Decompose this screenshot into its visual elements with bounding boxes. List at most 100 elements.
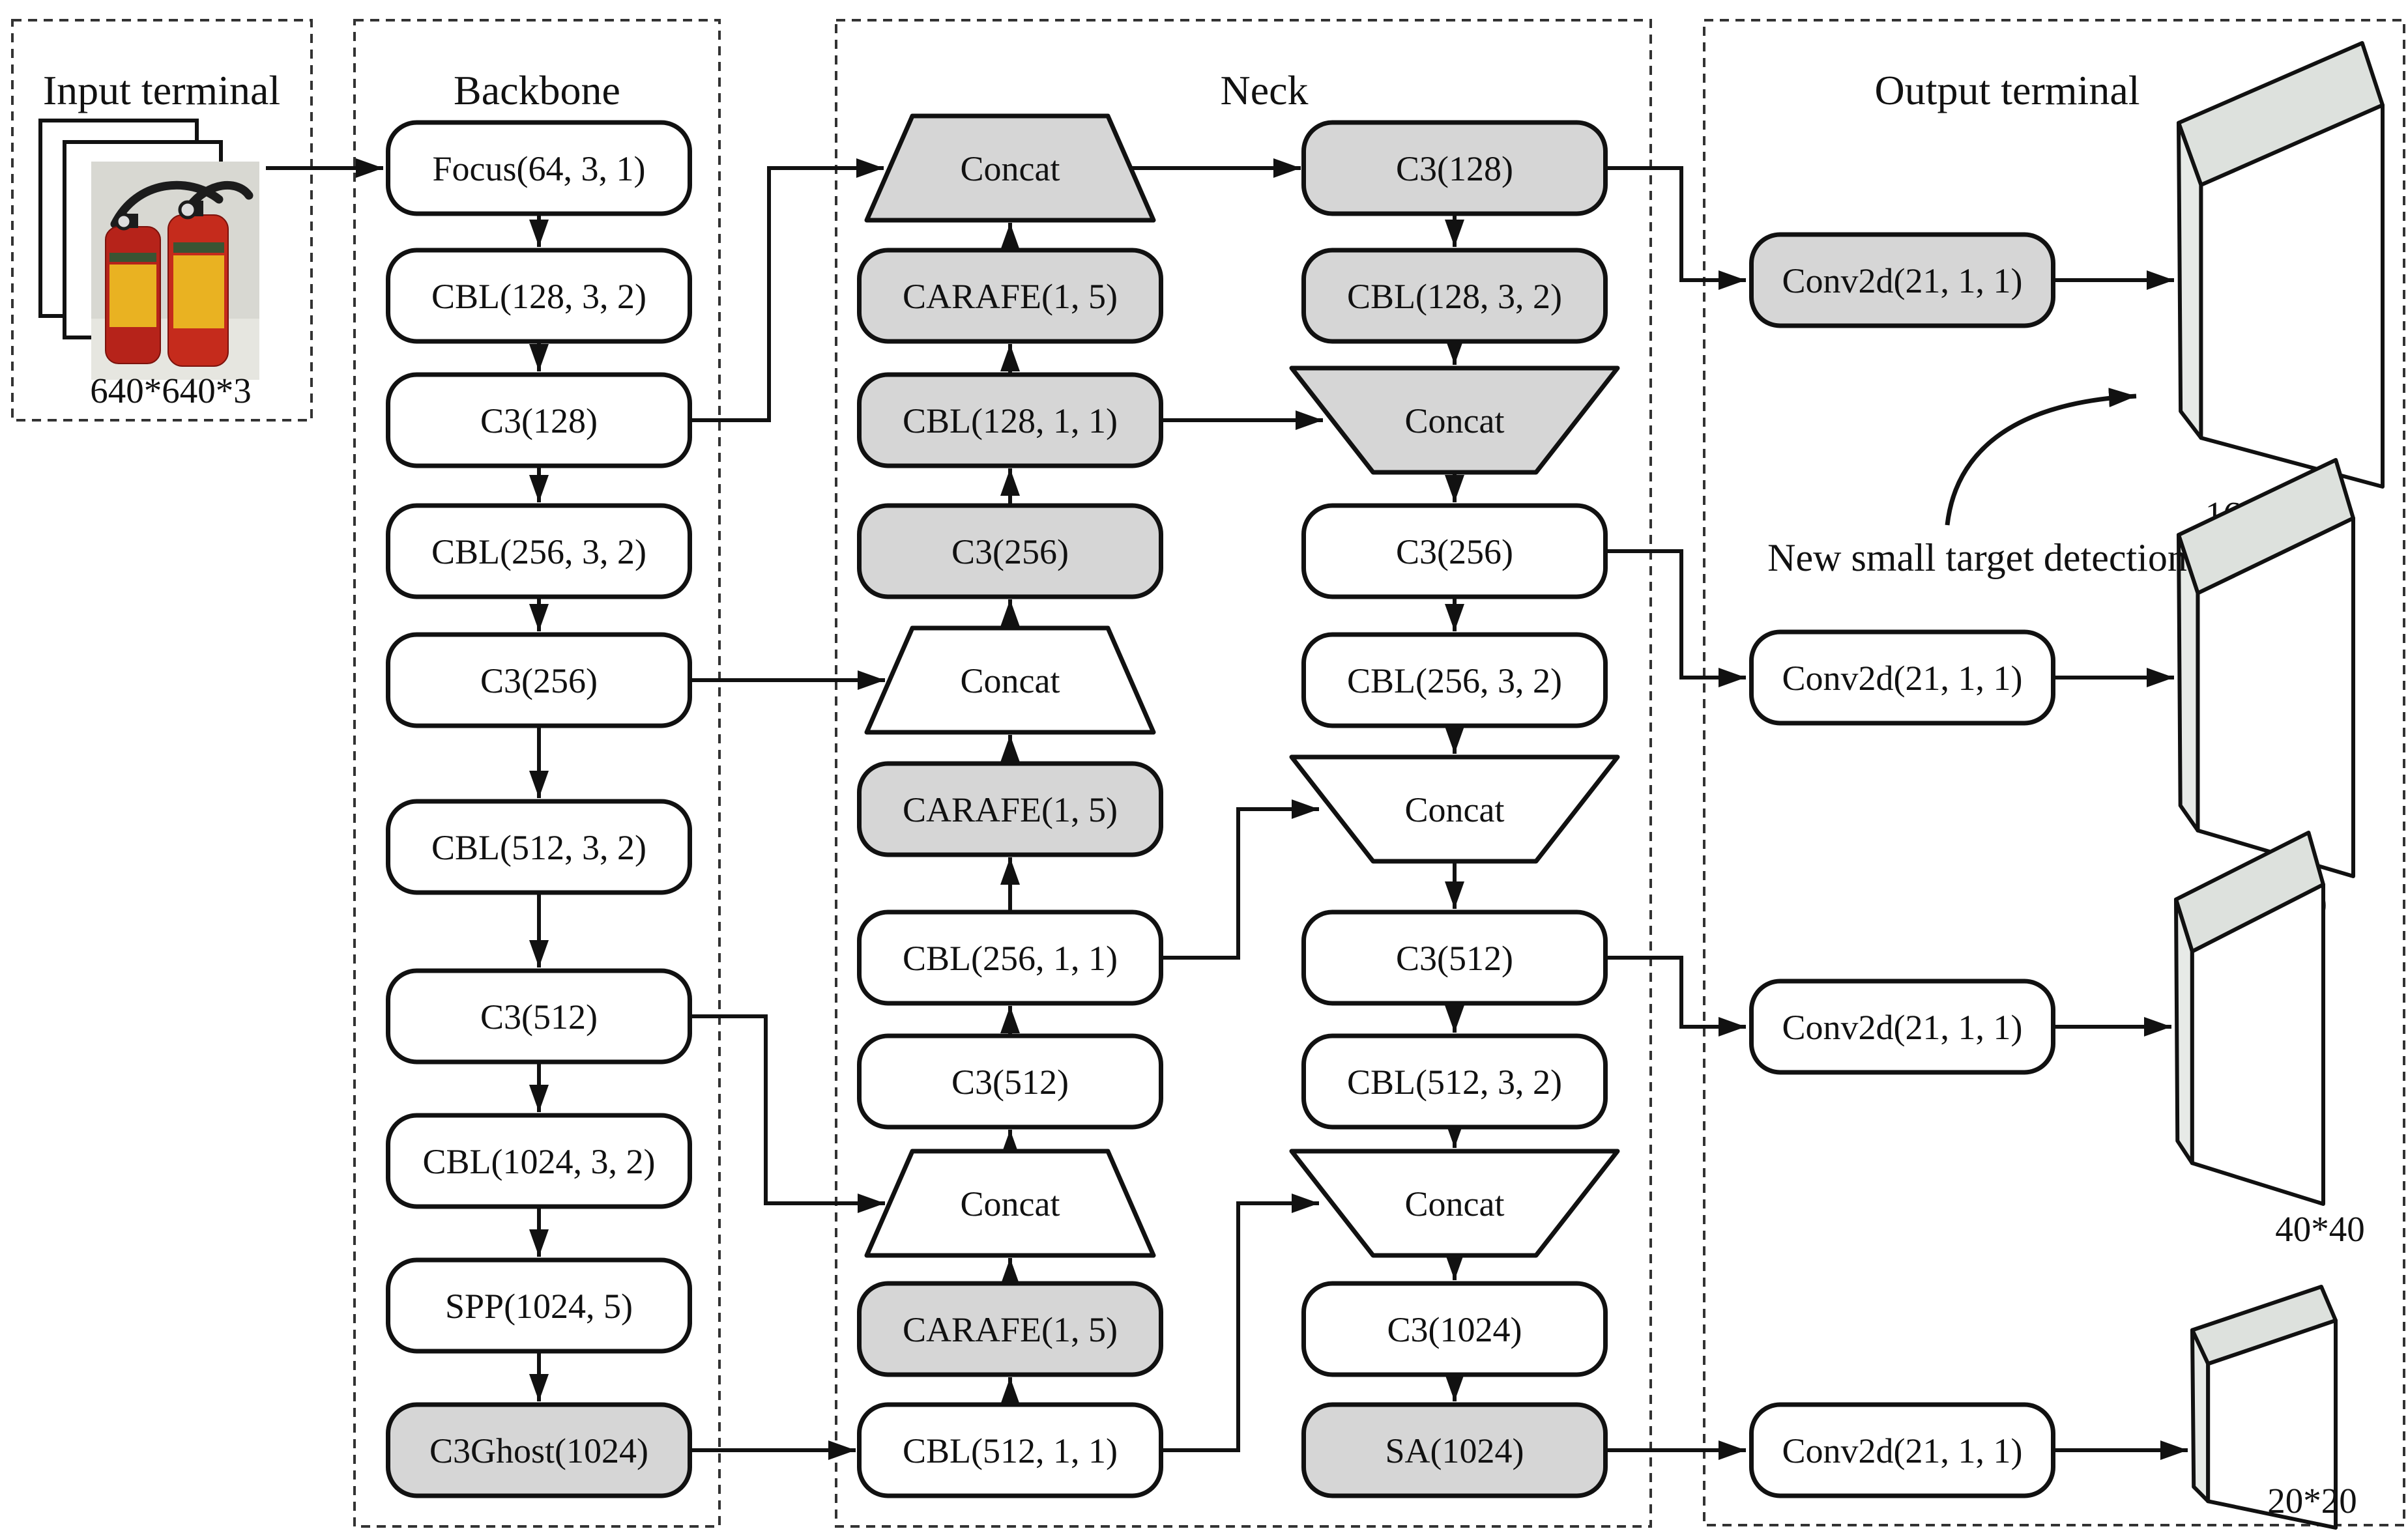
node-label-focus-64-3-1: Focus(64, 3, 1) <box>433 149 646 188</box>
node-label-c3-128-neck-right: C3(128) <box>1396 149 1513 188</box>
region-title-neck: Neck <box>1220 67 1308 113</box>
edge-c3256r-to-conv2 <box>1604 549 1746 687</box>
node-c3-512-neck-right <box>1301 909 1608 1006</box>
node-c3ghost-1024 <box>386 1402 692 1498</box>
node-label-c3-256-neck-left: C3(256) <box>951 532 1069 571</box>
node-label-c3-256-backbone: C3(256) <box>480 661 598 700</box>
node-label-concat-down-1: Concat <box>1405 401 1505 440</box>
extinguisher-right-gauge <box>178 200 197 220</box>
extinguisher-left-label <box>109 265 156 327</box>
node-concat-neck-top <box>864 113 1156 223</box>
node-label-conv2d-head-1: Conv2d(21, 1, 1) <box>1782 261 2023 300</box>
node-label-conv2d-head-2: Conv2d(21, 1, 1) <box>1782 659 2023 698</box>
node-cbl-128-3-2-backbone <box>386 248 692 344</box>
slab-20x20-side-face <box>2190 1328 2211 1504</box>
node-carafe-1-5-b <box>857 761 1163 857</box>
node-label-carafe-1-5-a: CARAFE(1, 5) <box>903 277 1118 316</box>
node-label-concat-down-2: Concat <box>1405 790 1505 829</box>
node-c3-512-backbone <box>386 968 692 1065</box>
edge-layer <box>266 158 2188 1460</box>
input-image-layer: 640*640*3 <box>38 119 259 410</box>
slab-160x160-front-face <box>2199 103 2385 489</box>
extinguisher-hoses <box>110 180 254 229</box>
node-label-cbl-512-3-2-backbone: CBL(512, 3, 2) <box>431 828 646 867</box>
node-cbl-256-3-2-neck <box>1301 632 1608 728</box>
node-c3-512-neck-left <box>857 1033 1163 1130</box>
extinguisher-left-gauge <box>115 212 133 231</box>
edge-c3512-skip-to-concat-bottom <box>690 1014 885 1213</box>
node-carafe-1-5-a <box>857 248 1163 344</box>
edge-cbl256-1-1-to-concat-down-2 <box>1159 799 1319 960</box>
node-label-cbl-1024-3-2-backbone: CBL(1024, 3, 2) <box>423 1142 656 1181</box>
fire-extinguisher-photo <box>91 162 259 380</box>
node-layer: Focus(64, 3, 1) CBL(128, 3, 2) C3(128) CBL(… <box>386 113 2055 1498</box>
slab-80x80-side-face <box>2177 533 2200 833</box>
new-small-target-arrow <box>1945 388 2137 526</box>
node-concat-neck-bottom <box>864 1149 1156 1258</box>
slab-20x20-front-face <box>2206 1318 2338 1530</box>
node-label-spp-1024-5: SPP(1024, 5) <box>445 1287 633 1326</box>
extinguisher-right-band <box>173 242 224 253</box>
node-cbl-128-1-1 <box>857 372 1163 468</box>
region-title-backbone: Backbone <box>454 67 620 113</box>
slab-40x40-front-face <box>2190 882 2325 1206</box>
node-label-sa-1024: SA(1024) <box>1385 1431 1524 1470</box>
node-label-cbl-256-3-2-backbone: CBL(256, 3, 2) <box>431 532 646 571</box>
node-c3-128-backbone <box>386 372 692 468</box>
node-label-cbl-512-1-1: CBL(512, 1, 1) <box>903 1431 1118 1470</box>
node-concat-down-3 <box>1289 1149 1620 1258</box>
slab-label-slab-20x20: 20*20 <box>2267 1481 2357 1521</box>
node-label-cbl-128-1-1: CBL(128, 1, 1) <box>903 401 1118 440</box>
node-concat-down-2 <box>1289 754 1620 864</box>
node-label-concat-neck-mid: Concat <box>961 661 1060 700</box>
node-cbl-1024-3-2-backbone <box>386 1113 692 1209</box>
node-label-cbl-256-1-1: CBL(256, 1, 1) <box>903 939 1118 978</box>
slab-160x160-side-face <box>2177 121 2203 440</box>
edge-cbl512-1-1-to-concat-down-3 <box>1159 1194 1319 1452</box>
node-cbl-512-3-2-backbone <box>386 799 692 895</box>
node-c3-256-backbone <box>386 632 692 728</box>
node-conv2d-head-2 <box>1749 629 2055 726</box>
extinguisher-left-band <box>109 253 156 262</box>
region-title-output-terminal: Output terminal <box>1874 67 2140 113</box>
node-label-carafe-1-5-b: CARAFE(1, 5) <box>903 790 1118 829</box>
node-label-c3-256-neck-right: C3(256) <box>1396 532 1513 571</box>
node-c3-1024 <box>1301 1281 1608 1377</box>
edge-c3512r-to-conv3 <box>1604 956 1746 1037</box>
node-conv2d-head-1 <box>1749 232 2055 328</box>
region-layer: Input terminal Backbone Neck Output termina… <box>11 19 2405 1528</box>
node-cbl-256-3-2-backbone <box>386 503 692 599</box>
node-focus-64-3-1 <box>386 120 692 216</box>
new-small-target-annotation: New small target detection <box>1767 536 2187 579</box>
node-label-cbl-256-3-2-neck: CBL(256, 3, 2) <box>1347 661 1562 700</box>
node-cbl-512-3-2-neck <box>1301 1033 1608 1130</box>
node-label-c3-1024: C3(1024) <box>1387 1310 1522 1349</box>
region-output-terminal <box>1703 19 2405 1526</box>
node-label-carafe-1-5-c: CARAFE(1, 5) <box>903 1310 1118 1349</box>
node-label-cbl-128-3-2-backbone: CBL(128, 3, 2) <box>431 277 646 316</box>
slab-40x40-side-face <box>2174 897 2194 1166</box>
annotation-layer: New small target detection <box>1767 388 2187 579</box>
node-c3-256-neck-left <box>857 503 1163 599</box>
node-label-concat-neck-bottom: Concat <box>961 1184 1060 1223</box>
node-label-concat-down-3: Concat <box>1405 1184 1505 1223</box>
region-title-input-terminal: Input terminal <box>43 67 280 113</box>
node-sa-1024 <box>1301 1402 1608 1498</box>
node-label-concat-neck-top: Concat <box>961 149 1060 188</box>
node-label-conv2d-head-4: Conv2d(21, 1, 1) <box>1782 1431 2023 1470</box>
slab-80x80-front-face <box>2196 516 2355 878</box>
node-cbl-128-3-2-neck <box>1301 248 1608 344</box>
node-conv2d-head-4 <box>1749 1402 2055 1498</box>
node-c3-256-neck-right <box>1301 503 1608 599</box>
edge-c3128r-to-conv1 <box>1604 166 1746 290</box>
node-label-c3-512-neck-left: C3(512) <box>951 1063 1069 1102</box>
extinguisher-right-label <box>173 255 224 328</box>
node-label-c3-128-backbone: C3(128) <box>480 401 598 440</box>
node-label-cbl-128-3-2-neck: CBL(128, 3, 2) <box>1347 277 1562 316</box>
node-c3-128-neck-right <box>1301 120 1608 216</box>
node-label-c3ghost-1024: C3Ghost(1024) <box>429 1431 648 1470</box>
edge-c3128-skip-to-concat-top <box>690 158 884 422</box>
